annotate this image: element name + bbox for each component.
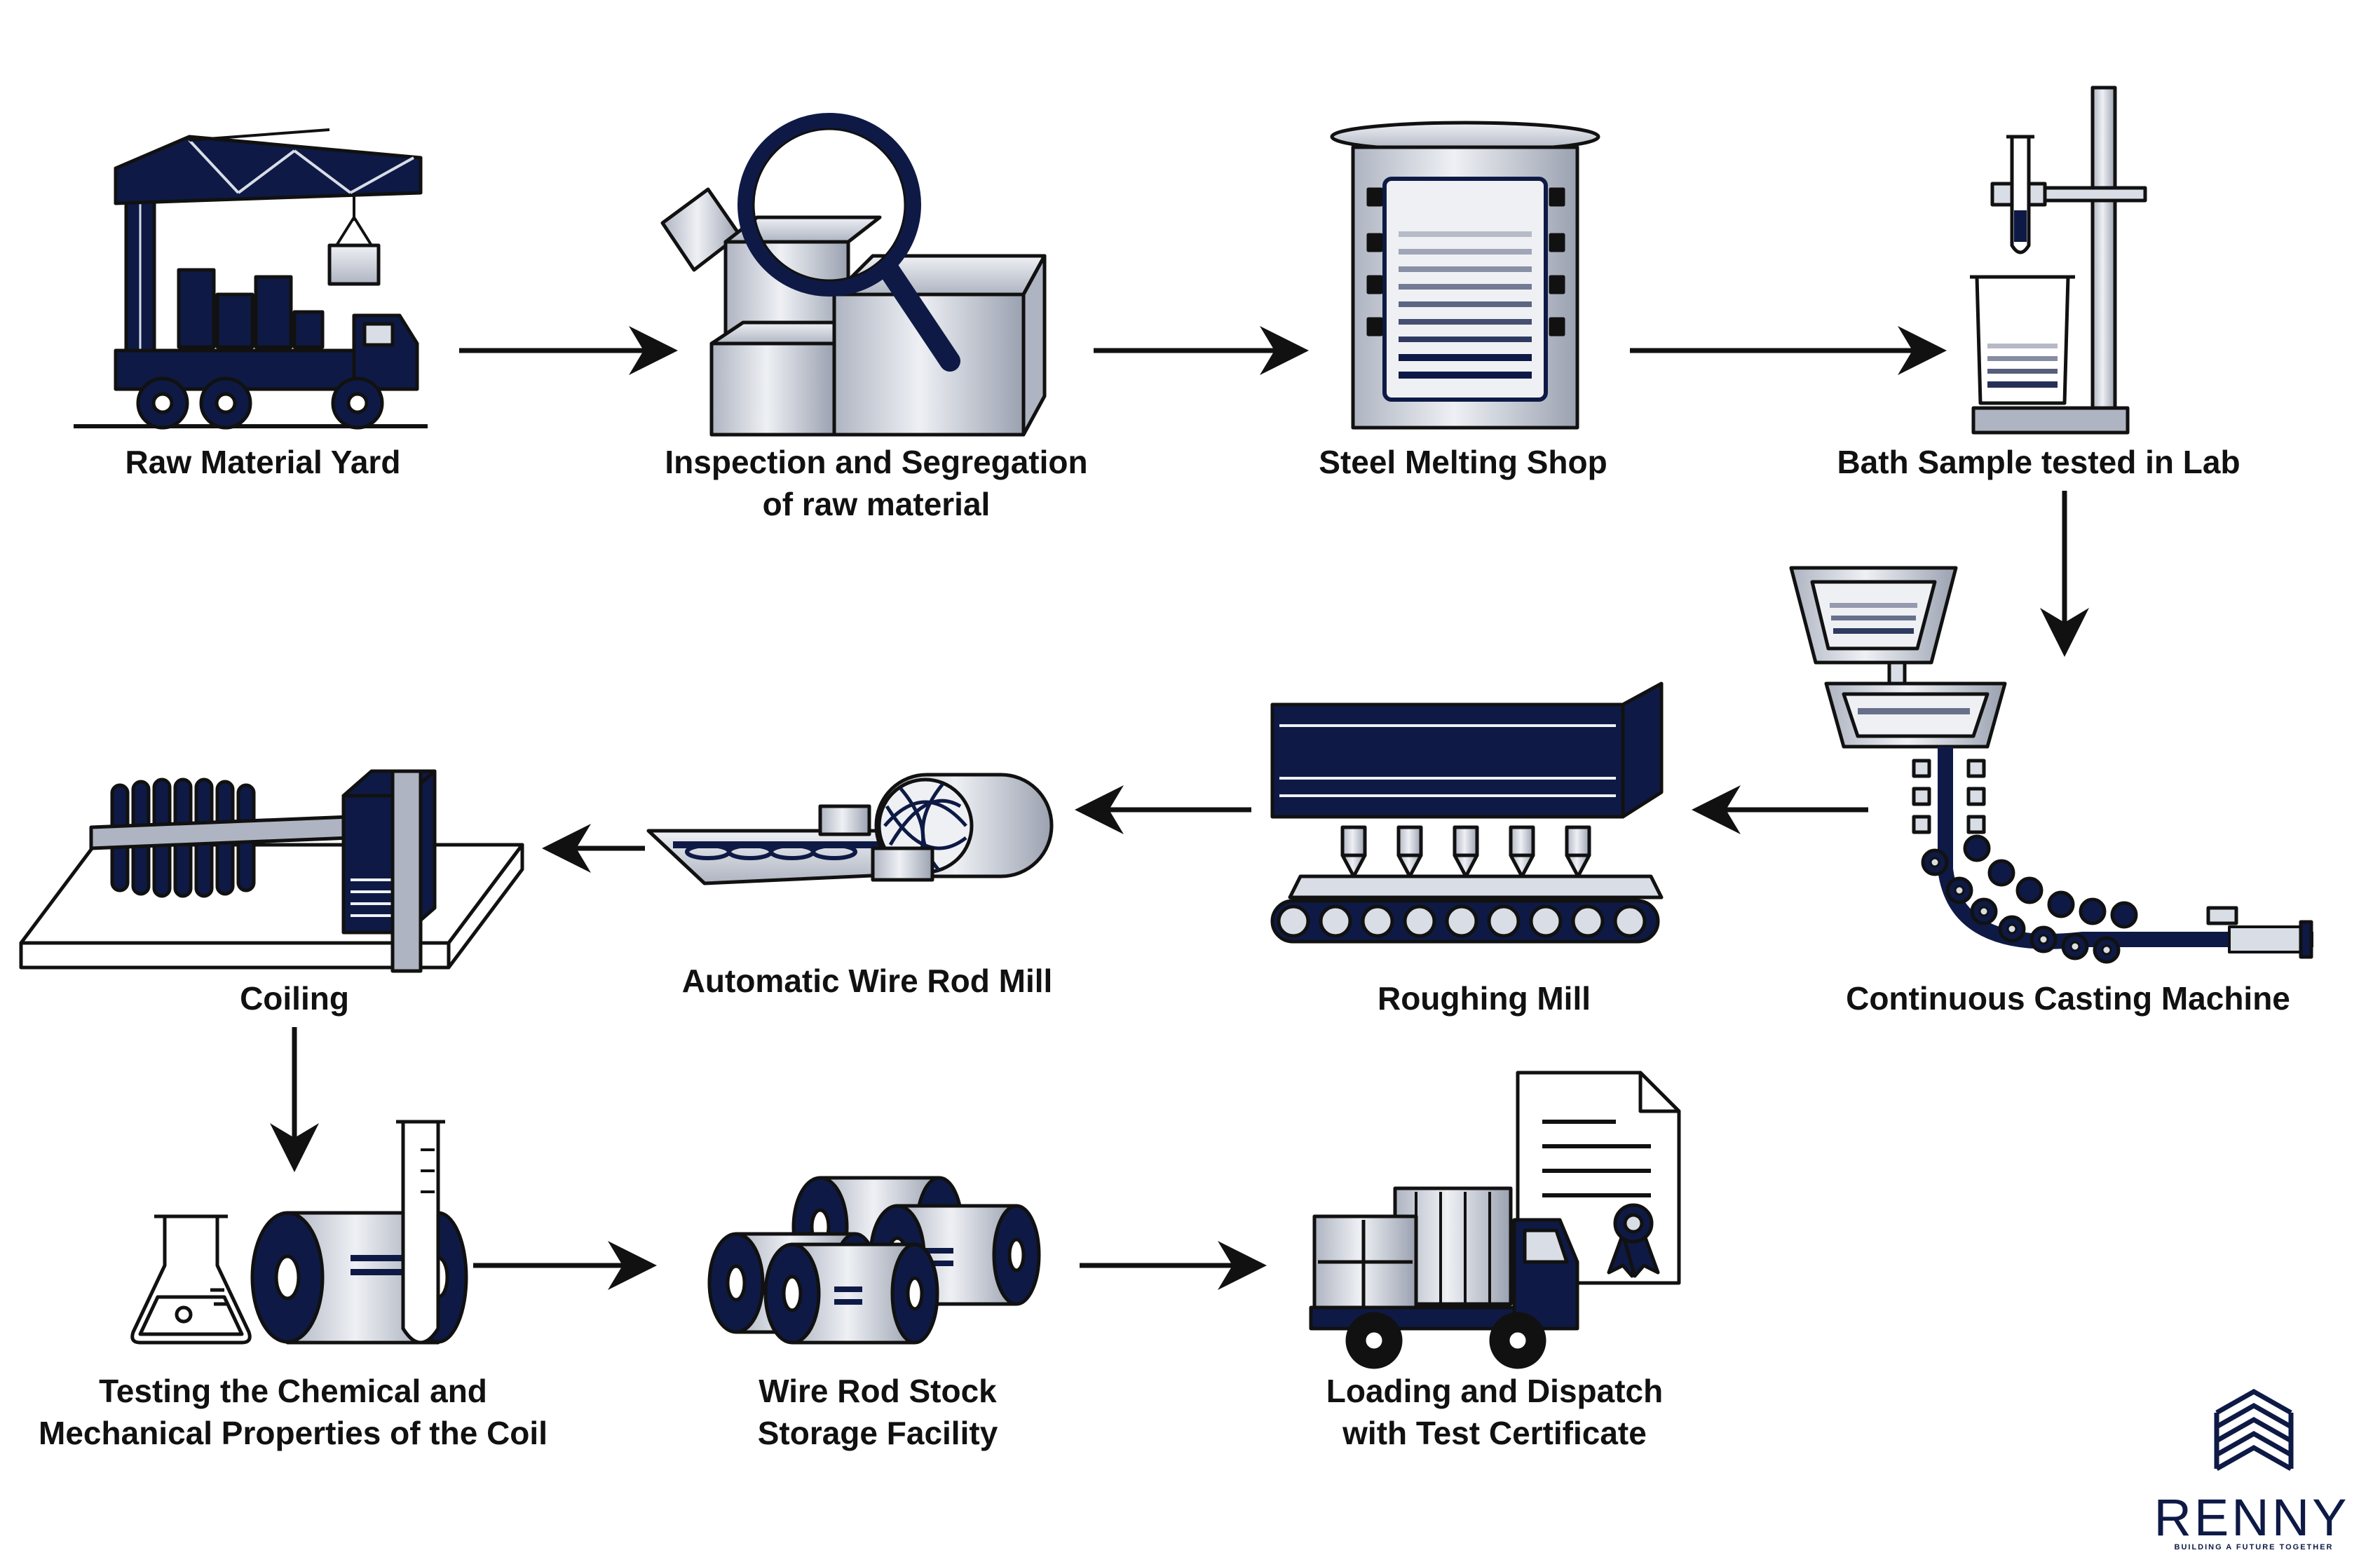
brand-tagline: BUILDING A FUTURE TOGETHER <box>2175 1543 2334 1551</box>
coil-stack-icon <box>707 1176 1041 1345</box>
step-labels: Raw Material Yard Inspection and Segrega… <box>39 444 2290 1451</box>
flow-arrows <box>270 326 2089 1290</box>
brand-logo: RENNY BUILDING A FUTURE TOGETHER <box>2154 1388 2349 1551</box>
crane-truck-icon <box>74 128 428 430</box>
label-steel-melting-shop: Steel Melting Shop <box>1319 444 1607 480</box>
casting-machine-icon <box>1789 566 2313 964</box>
label-bath-sample: Bath Sample tested in Lab <box>1837 444 2240 480</box>
label-inspection-line-2: of raw material <box>763 486 991 522</box>
label-raw-material-yard: Raw Material Yard <box>125 444 401 480</box>
roughing-mill-icon <box>1270 681 1664 944</box>
test-coil-icon <box>130 1120 468 1345</box>
label-coiling: Coiling <box>240 980 349 1017</box>
coiling-machine-icon <box>19 769 524 973</box>
label-dispatch-line-2: with Test Certificate <box>1342 1415 1647 1451</box>
label-inspection-line-1: Inspection and Segregation <box>665 444 1087 480</box>
brand-name: RENNY <box>2154 1488 2349 1547</box>
label-wire-rod-mill: Automatic Wire Rod Mill <box>682 963 1053 999</box>
lab-stand-icon <box>1970 86 2147 435</box>
label-stock-storage-line-1: Wire Rod Stock <box>759 1373 997 1409</box>
furnace-icon <box>1330 121 1600 430</box>
label-testing-line-1: Testing the Chemical and <box>99 1373 487 1409</box>
label-stock-storage-line-2: Storage Facility <box>758 1415 998 1451</box>
layered-logo-icon <box>2214 1388 2294 1472</box>
label-dispatch-line-1: Loading and Dispatch <box>1326 1373 1663 1409</box>
label-continuous-casting: Continuous Casting Machine <box>1846 980 2290 1017</box>
label-testing-line-2: Mechanical Properties of the Coil <box>39 1415 548 1451</box>
truck-certificate-icon <box>1309 1071 1681 1369</box>
label-roughing-mill: Roughing Mill <box>1378 980 1591 1017</box>
wire-rod-mill-icon <box>646 773 1054 885</box>
magnifier-boxes-icon <box>660 113 1047 437</box>
